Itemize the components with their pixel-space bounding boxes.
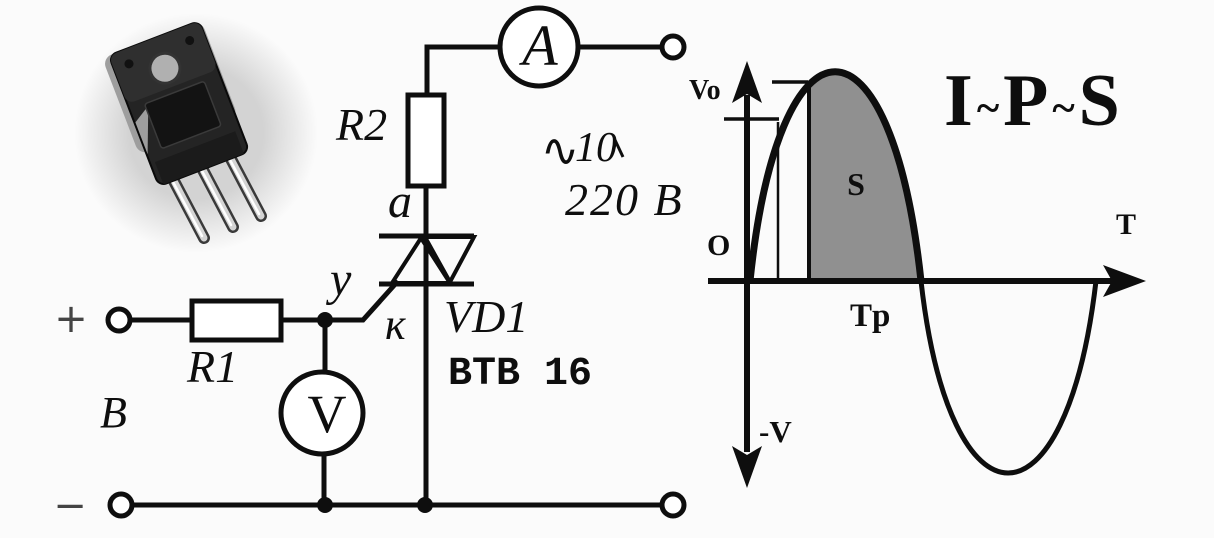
- terminal-bottom-right: [659, 491, 687, 519]
- anode-label: a: [388, 175, 412, 228]
- sine-positive-half: [746, 68, 925, 282]
- package-body-group: [105, 22, 249, 185]
- graph-time-axis-label: T: [1116, 208, 1137, 241]
- terminal-minus: [107, 491, 135, 519]
- cathode-label: к: [385, 300, 406, 349]
- waveform-graph: [708, 61, 1146, 488]
- ac-value-label: 10: [575, 125, 617, 171]
- graph-origin-label: O: [707, 229, 731, 262]
- title-tilde-2: ~: [1052, 85, 1078, 133]
- body-bottom-edge: [154, 131, 244, 185]
- title-tilde-1: ~: [976, 85, 1003, 133]
- wire-r2-to-ammeter: [424, 44, 501, 97]
- graph-vneg-label: -V: [759, 414, 792, 449]
- title-letter-s: S: [1078, 60, 1123, 142]
- voltmeter-letter: V: [307, 384, 347, 444]
- gate-label: y: [330, 253, 352, 306]
- sine-negative-half: [918, 280, 1099, 476]
- terminal-top-right: [659, 33, 687, 61]
- stray-mark: [613, 139, 625, 158]
- plus-sign: +: [54, 296, 88, 342]
- y-axis-arrowhead-bottom: [732, 446, 762, 488]
- triac-gate-wire: [326, 279, 400, 323]
- graph-period-label: Tp: [850, 298, 891, 334]
- junction-dot-gate: [317, 312, 333, 328]
- triac-triangle-up: [388, 234, 454, 285]
- corner-dot-right: [185, 36, 195, 46]
- shaded-area-s: [809, 71, 920, 280]
- label-window: [144, 81, 222, 149]
- junction-dot-triac: [417, 497, 433, 513]
- circuit-schematic: [105, 5, 687, 519]
- package-legs: [168, 153, 267, 244]
- graph-title: I~P~S: [944, 64, 1123, 138]
- title-letter-p: P: [1003, 60, 1052, 142]
- ammeter-letter: A: [522, 13, 558, 78]
- terminal-plus: [105, 306, 133, 334]
- mains-voltage-label: 220 В: [565, 174, 684, 225]
- triac-package-photo: [74, 13, 318, 253]
- graph-area-label: S: [847, 166, 865, 202]
- title-letter-i: I: [944, 60, 976, 142]
- battery-label: В: [100, 388, 127, 437]
- y-axis-arrowhead-top: [732, 61, 762, 103]
- ac-sine-symbol: ∿: [540, 123, 580, 177]
- r2-label: R2: [336, 99, 388, 150]
- corner-dot-left: [124, 59, 134, 69]
- minus-sign: −: [53, 483, 87, 529]
- metal-notch: [135, 105, 149, 155]
- triac-model-label: BTB 16: [448, 352, 593, 397]
- x-axis-arrowhead: [1103, 265, 1146, 297]
- r1-label: R1: [187, 341, 239, 392]
- graph-vpeak-label: Vo: [689, 75, 721, 106]
- triac-triangle-down: [421, 235, 478, 287]
- triac-symbol: [326, 233, 478, 323]
- triac-ref-label: VD1: [444, 291, 529, 342]
- mounting-hole: [148, 51, 182, 85]
- resistor-r2: [405, 92, 447, 189]
- resistor-r1: [189, 298, 284, 343]
- junction-dot-voltmeter: [317, 497, 333, 513]
